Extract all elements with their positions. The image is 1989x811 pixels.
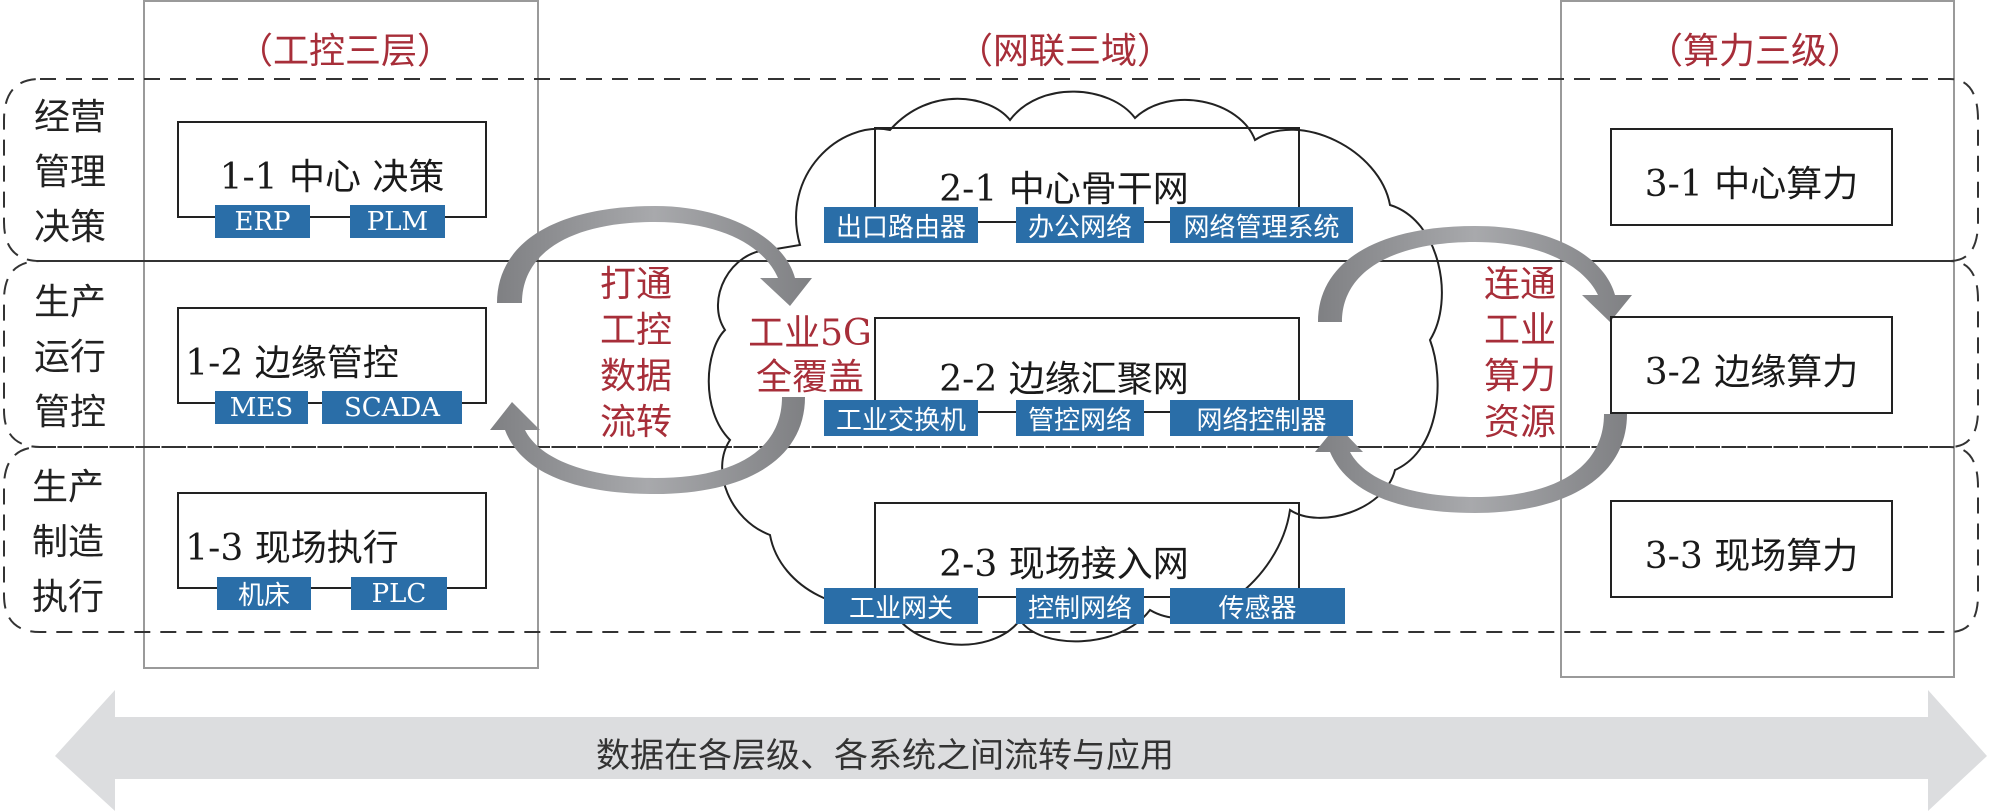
cloud-5g-annotation: 工业5G 全覆盖: [748, 313, 872, 398]
data-flow-banner-arrow: [55, 690, 1987, 811]
tag-plc[interactable]: PLC: [351, 577, 447, 610]
computing-column-title: （算力三级）: [1646, 31, 1863, 72]
right-cycle-annotation: 连通 工业 算力 资源: [1483, 264, 1556, 443]
tag-network-controller[interactable]: 网络控制器: [1170, 400, 1353, 436]
right-cycle-lower-arc: [1315, 414, 1627, 513]
row-label-operation: 生产 运行 管控: [33, 282, 106, 433]
row-label-management: 经营 管理 决策: [33, 97, 106, 248]
control-layer-1-3-box[interactable]: [177, 492, 487, 589]
tag-plm[interactable]: PLM: [350, 205, 445, 238]
tag-industrial-gateway[interactable]: 工业网关: [824, 588, 978, 624]
computing-level-3-1-label: 3-1 中心算力: [1644, 164, 1859, 205]
network-domain-2-3-label: 2-3 现场接入网: [939, 544, 1189, 585]
control-layer-1-2-label: 1-2 边缘管控: [185, 343, 399, 384]
tag-control-network[interactable]: 控制网络: [1016, 588, 1144, 624]
right-cycle-arrow: [1315, 226, 1632, 513]
computing-level-3-2-label: 3-2 边缘算力: [1644, 352, 1859, 393]
control-column-title: （工控三层）: [236, 31, 453, 72]
tag-scada[interactable]: SCADA: [322, 391, 462, 424]
computing-level-3-3-label: 3-3 现场算力: [1644, 536, 1859, 577]
network-cloud-outline: [707, 90, 1443, 646]
tag-machine-tool[interactable]: 机床: [217, 577, 311, 611]
tag-erp[interactable]: ERP: [215, 205, 310, 238]
network-domain-2-2-label: 2-2 边缘汇聚网: [939, 359, 1189, 400]
tag-industrial-switch[interactable]: 工业交换机: [824, 400, 978, 436]
left-cycle-arrow: [490, 206, 812, 494]
tag-egress-router[interactable]: 出口路由器: [824, 207, 978, 243]
left-cycle-lower-arc: [490, 397, 805, 494]
computing-level-3-2-box[interactable]: [1610, 316, 1893, 414]
left-cycle-annotation: 打通 工控 数据 流转: [599, 264, 672, 443]
computing-column-frame: [1560, 0, 1955, 678]
row-band-execution: [3, 446, 1979, 633]
network-domain-2-1-label: 2-1 中心骨干网: [939, 169, 1189, 210]
control-layer-1-1-box[interactable]: [177, 121, 487, 218]
network-column-title: （网联三域）: [956, 31, 1173, 72]
row-label-execution: 生产 制造 执行: [31, 467, 104, 618]
control-layer-1-1-label: 1-1 中心 决策: [219, 157, 445, 198]
row-bands: [3, 78, 1979, 633]
tag-control-management-network[interactable]: 管控网络: [1016, 400, 1144, 436]
computing-level-3-1-box[interactable]: [1610, 128, 1893, 226]
left-cycle-upper-arc: [497, 206, 812, 306]
data-flow-banner-text: 数据在各层级、各系统之间流转与应用: [596, 736, 1174, 776]
right-cycle-upper-arc: [1318, 226, 1632, 322]
control-column-frame: [143, 0, 539, 669]
tag-mes[interactable]: MES: [215, 391, 308, 424]
tag-office-network[interactable]: 办公网络: [1016, 207, 1144, 243]
tag-network-management-system[interactable]: 网络管理系统: [1170, 207, 1353, 243]
control-layer-1-3-label: 1-3 现场执行: [185, 528, 399, 569]
computing-level-3-3-box[interactable]: [1610, 500, 1893, 598]
tag-sensor[interactable]: 传感器: [1170, 588, 1345, 624]
